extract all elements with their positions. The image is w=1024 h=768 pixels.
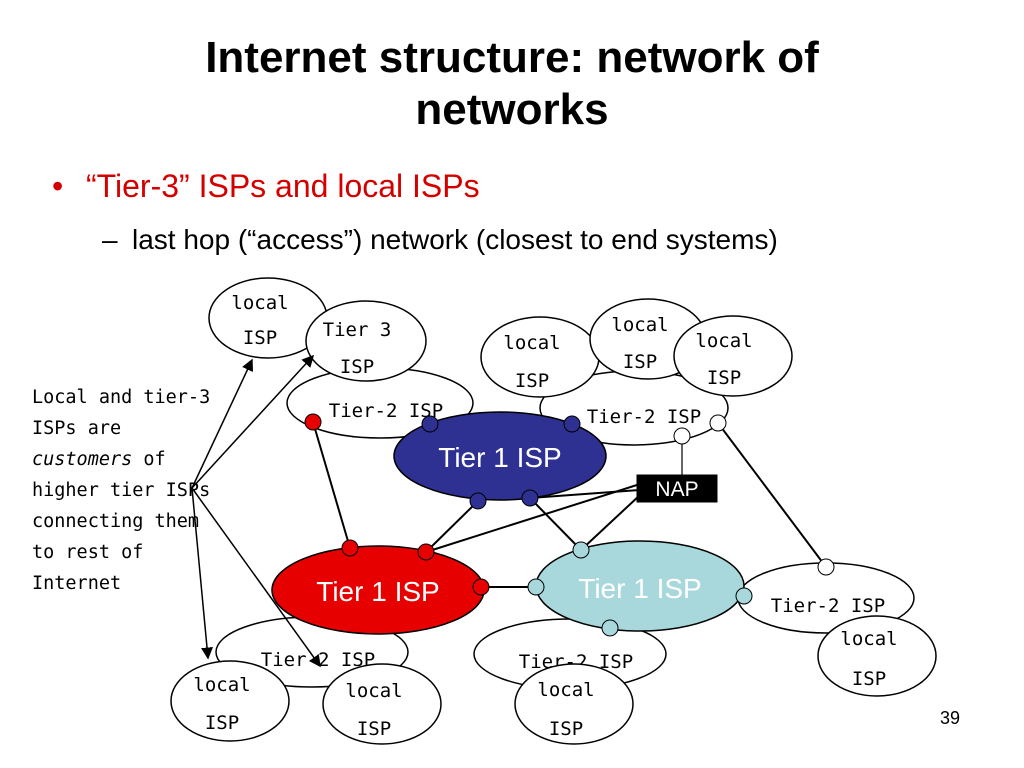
local-isp-label-2: ISP [707, 367, 741, 389]
bullet-glyph: • [52, 168, 64, 204]
link-light-to-nap [580, 494, 641, 551]
local-isp-label-1: local [503, 332, 560, 354]
side-note-before: Local and tier-3 ISPs are [32, 387, 211, 439]
router-white [673, 427, 691, 445]
tier1-label: Tier 1 ISP [316, 576, 439, 607]
local-isp-bottom-a: local ISP [170, 660, 290, 742]
router-blue [563, 415, 581, 433]
router-blue [421, 415, 439, 433]
arrow-to-local-top [191, 358, 253, 489]
bullet-tier3: • “Tier-3” ISPs and local ISPs [52, 168, 480, 205]
local-isp-label-1: local [193, 674, 250, 696]
router-red [472, 578, 490, 596]
nap-box: NAP [636, 474, 718, 503]
arrow-to-local-bottom-b [191, 487, 321, 668]
router-white [709, 414, 727, 432]
tier1-label: Tier 1 ISP [438, 442, 561, 473]
link-red-to-nap [425, 483, 641, 553]
local-isp-label-2: ISP [549, 718, 583, 740]
link-tier2-to-tier2-right [717, 422, 827, 568]
local-isp-label-1: local [345, 680, 402, 702]
tier3-label-1: Tier 3 [323, 319, 392, 341]
links [312, 421, 827, 588]
tier3-label-2: ISP [340, 356, 374, 378]
side-note-after: of higher tier ISPs connecting them to r… [32, 449, 211, 594]
arrow-to-local-bottom-a [191, 487, 213, 660]
local-isp-right: local ISP [817, 615, 937, 697]
tier2-label: Tier-2 ISP [771, 595, 885, 617]
router-light [527, 578, 545, 596]
side-note-emphasis: customers [32, 449, 133, 470]
local-isp-top-a: local ISP [480, 316, 600, 398]
router-red [341, 539, 359, 557]
sub-bullet-text: last hop (“access”) network (closest to … [132, 224, 778, 255]
router-light [601, 619, 619, 637]
router-red [417, 543, 435, 561]
tier2-isp-bottom-middle: Tier-2 ISP [473, 618, 667, 690]
tier1-isp-blue: Tier 1 ISP [393, 411, 607, 501]
router-light [735, 587, 753, 605]
local-isp-label-2: ISP [205, 712, 239, 734]
local-isp-bottom-c: local ISP [514, 663, 634, 745]
local-isp-label-2: ISP [623, 351, 657, 373]
tier2-isp-top-right: Tier-2 ISP [539, 370, 729, 446]
routers [304, 413, 835, 637]
side-note: Local and tier-3 ISPs are customers of h… [32, 382, 212, 599]
link-blue-to-nap [529, 489, 641, 499]
tier1-isp-red: Tier 1 ISP [271, 545, 485, 635]
local-isp-label-2: ISP [243, 327, 277, 349]
local-isp-top-c: local ISP [673, 315, 793, 397]
router-white [817, 558, 835, 576]
router-light [572, 541, 590, 559]
arrow-to-tier3 [191, 354, 315, 489]
local-isp-label-2: ISP [357, 718, 391, 740]
tier2-label: Tier-2 ISP [329, 400, 443, 422]
bullet-text: “Tier-3” ISPs and local ISPs [86, 168, 480, 204]
local-isp-label-1: local [231, 292, 288, 314]
tier1-isp-light: Tier 1 ISP [535, 540, 745, 632]
local-isp-label-1: local [611, 314, 668, 336]
local-isp-label-2: ISP [852, 668, 886, 690]
nap-label: NAP [655, 478, 698, 501]
tier1-label: Tier 1 ISP [578, 573, 701, 604]
local-isp-bottom-b: local ISP [322, 663, 442, 745]
sub-bullet-access: –last hop (“access”) network (closest to… [102, 224, 778, 256]
link-tier2-to-red [312, 421, 351, 549]
page-number: 39 [940, 708, 961, 728]
router-blue [521, 489, 539, 507]
router-blue [469, 492, 487, 510]
local-isp-label-1: local [537, 679, 594, 701]
local-isp-label-1: local [695, 330, 752, 352]
slide-title: Internet structure: network of networks [0, 32, 1024, 136]
local-isp-label-2: ISP [515, 370, 549, 392]
router-red [304, 413, 322, 431]
tier2-label: Tier-2 ISP [587, 406, 701, 428]
title-line-1: Internet structure: network of [205, 33, 819, 82]
tier3-isp: Tier 3 ISP [305, 300, 427, 382]
sub-bullet-glyph: – [102, 224, 118, 255]
local-isp-label-1: local [840, 628, 897, 650]
link-blue-to-light [529, 497, 582, 551]
link-blue-to-red [425, 500, 479, 553]
local-isp-top-left: local ISP [208, 277, 328, 359]
title-line-2: networks [415, 85, 609, 134]
annotation-arrows [191, 354, 321, 668]
